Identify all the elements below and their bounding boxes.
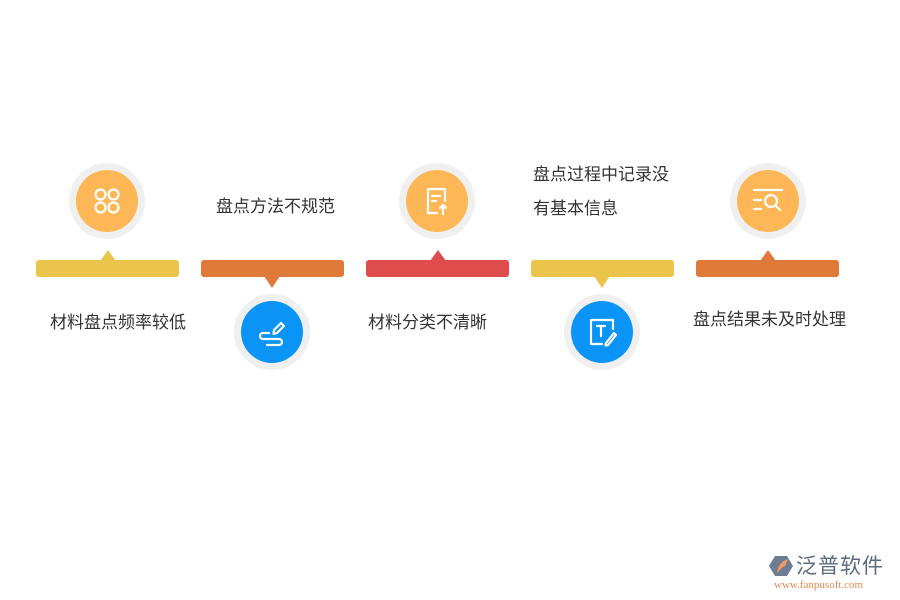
step-4-icon-disc bbox=[571, 301, 633, 363]
step-5-icon-ring bbox=[730, 163, 806, 239]
document-upload-icon bbox=[426, 187, 448, 216]
step-1-bar bbox=[36, 250, 179, 277]
step-3-label: 材料分类不清晰 bbox=[368, 313, 487, 333]
apps-grid-icon bbox=[94, 188, 120, 214]
text-edit-icon bbox=[589, 318, 618, 347]
step-1-label: 材料盘点频率较低 bbox=[50, 313, 186, 333]
signature-pen-icon bbox=[258, 321, 286, 347]
step-1-pointer bbox=[100, 250, 116, 261]
list-search-icon bbox=[752, 188, 784, 212]
step-3-pointer bbox=[430, 250, 446, 261]
step-4-pointer bbox=[594, 276, 610, 288]
step-1-icon-disc bbox=[76, 170, 138, 232]
step-5-bar bbox=[696, 250, 839, 277]
step-3-icon-ring bbox=[399, 163, 475, 239]
step-2-icon-disc bbox=[241, 301, 303, 363]
logo-name: 泛普软件 bbox=[796, 554, 884, 578]
step-2-pointer bbox=[264, 276, 280, 288]
step-4-bar bbox=[531, 260, 674, 288]
step-4-icon-ring bbox=[564, 294, 640, 370]
step-2-bar bbox=[201, 260, 344, 288]
step-2-icon-ring bbox=[234, 294, 310, 370]
step-5-pointer bbox=[760, 250, 776, 261]
step-3-icon-disc bbox=[406, 170, 468, 232]
step-4-label-line-2: 有基本信息 bbox=[533, 199, 618, 219]
logo-mark-icon bbox=[769, 556, 793, 576]
step-5-label: 盘点结果未及时处理 bbox=[693, 310, 846, 330]
step-4-label-line-1: 盘点过程中记录没 bbox=[533, 165, 669, 185]
step-2-label: 盘点方法不规范 bbox=[216, 197, 335, 217]
step-3-bar bbox=[366, 250, 509, 277]
step-1-icon-ring bbox=[69, 163, 145, 239]
step-5-icon-disc bbox=[737, 170, 799, 232]
brand-logo: 泛普软件 www.fanpusoft.com bbox=[768, 552, 894, 596]
logo-url: www.fanpusoft.com bbox=[774, 579, 864, 591]
